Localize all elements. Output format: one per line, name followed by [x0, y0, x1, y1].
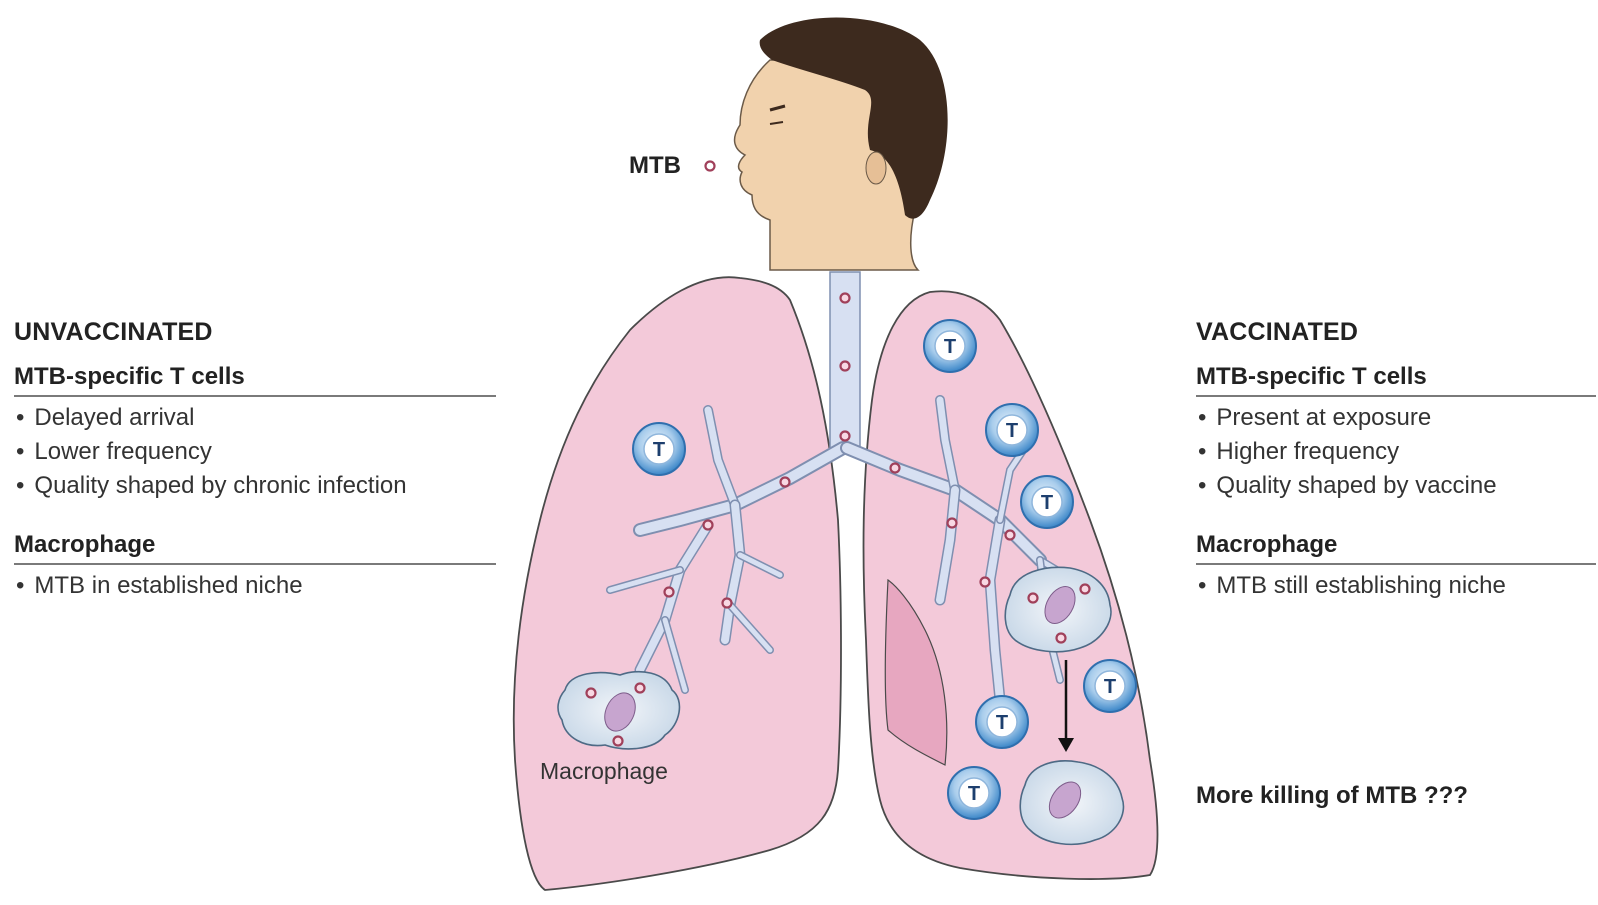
more-killing-label: More killing of MTB ???: [1196, 782, 1468, 810]
unvaccinated-tcells-list: Delayed arrival Lower frequency Quality …: [14, 401, 496, 503]
list-item: Delayed arrival: [14, 401, 496, 435]
inhaled-mtb-bacterium: [706, 162, 715, 171]
vaccinated-tcells-list: Present at exposure Higher frequency Qua…: [1196, 401, 1596, 503]
list-item: MTB in established niche: [14, 569, 496, 603]
unvaccinated-macrophage-list: MTB in established niche: [14, 569, 496, 603]
vaccinated-title: VACCINATED: [1196, 318, 1596, 347]
list-item: Quality shaped by chronic infection: [14, 469, 496, 503]
unvaccinated-macrophage-heading: Macrophage: [14, 531, 496, 565]
mtb-label: MTB: [629, 152, 681, 180]
macrophage-label: Macrophage: [540, 758, 668, 785]
svg-text:T: T: [968, 783, 980, 805]
vaccinated-macrophage-heading: Macrophage: [1196, 531, 1596, 565]
t-cell-right-2: T: [986, 404, 1038, 456]
t-cell-right-6: T: [948, 767, 1000, 819]
svg-text:T: T: [944, 336, 956, 358]
human-head: [735, 18, 948, 271]
t-cell-left: T: [633, 423, 685, 475]
t-cell-right-1: T: [924, 320, 976, 372]
t-cell-right-5: T: [976, 696, 1028, 748]
svg-text:T: T: [1006, 420, 1018, 442]
vaccinated-tcells-heading: MTB-specific T cells: [1196, 363, 1596, 397]
list-item: MTB still establishing niche: [1196, 569, 1596, 603]
list-item: Quality shaped by vaccine: [1196, 469, 1596, 503]
t-cell-right-4: T: [1084, 660, 1136, 712]
unvaccinated-title: UNVACCINATED: [14, 318, 496, 347]
vaccinated-panel: VACCINATED MTB-specific T cells Present …: [1196, 318, 1596, 631]
vaccinated-macrophage-list: MTB still establishing niche: [1196, 569, 1596, 603]
svg-text:T: T: [996, 712, 1008, 734]
t-cell-right-3: T: [1021, 476, 1073, 528]
unvaccinated-tcells-heading: MTB-specific T cells: [14, 363, 496, 397]
svg-text:T: T: [653, 439, 665, 461]
svg-text:T: T: [1041, 492, 1053, 514]
unvaccinated-panel: UNVACCINATED MTB-specific T cells Delaye…: [14, 318, 496, 631]
list-item: Present at exposure: [1196, 401, 1596, 435]
list-item: Lower frequency: [14, 435, 496, 469]
list-item: Higher frequency: [1196, 435, 1596, 469]
svg-text:T: T: [1104, 676, 1116, 698]
